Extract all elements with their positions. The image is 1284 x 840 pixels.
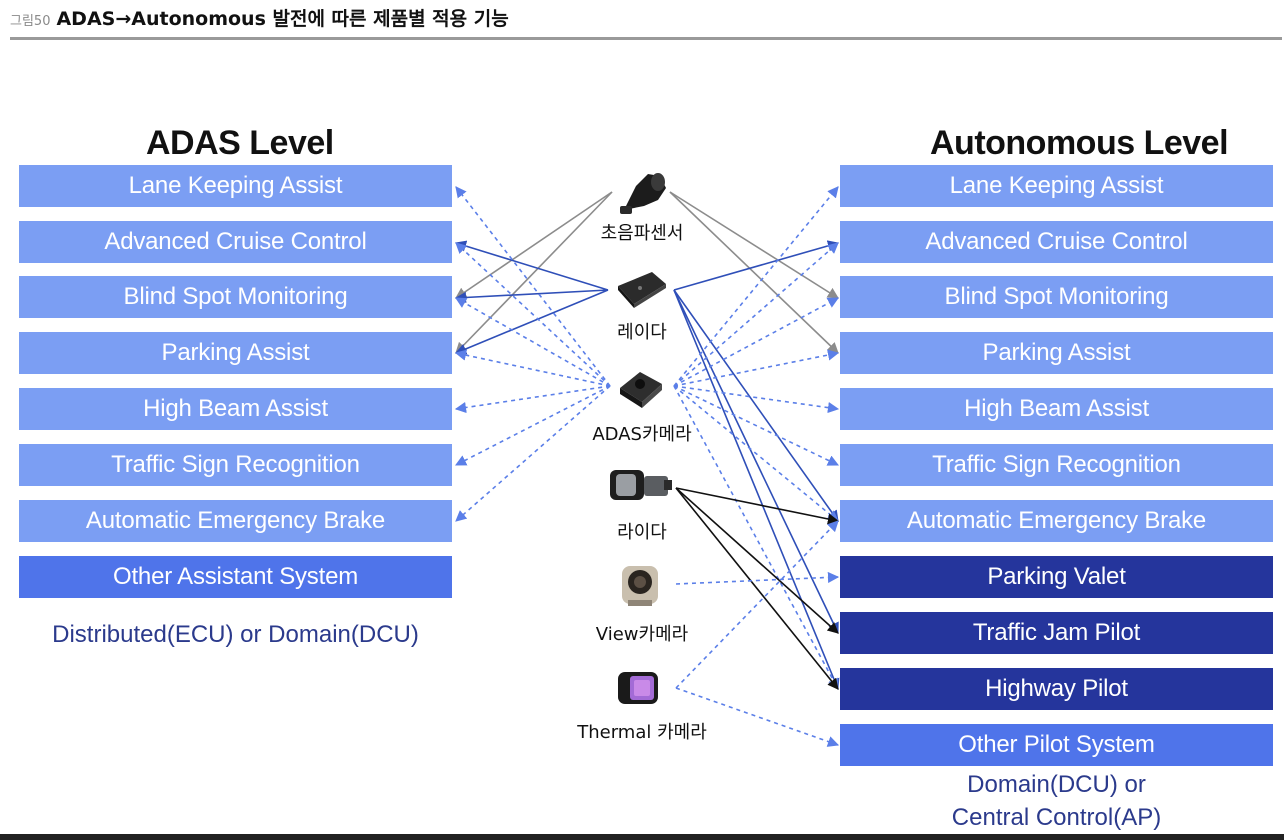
auto-box-lane-keeping-assist: Lane Keeping Assist bbox=[840, 165, 1273, 207]
sensor-label-adas-camera: ADAS카메라 bbox=[592, 424, 692, 445]
link-radar-right-9 bbox=[673, 289, 840, 691]
link-adas-camera-left-2 bbox=[455, 297, 611, 387]
link-ultrasonic-left-3 bbox=[455, 191, 613, 354]
link-adas-camera-right-3 bbox=[673, 349, 840, 387]
adas-box-high-beam-assist: High Beam Assist bbox=[19, 388, 452, 430]
autonomous-architecture-note: Domain(DCU) or Central Control(AP) bbox=[840, 768, 1273, 834]
sensor-label-thermal-camera: Thermal 카메라 bbox=[577, 722, 707, 743]
auto-box-traffic-jam-pilot: Traffic Jam Pilot bbox=[840, 612, 1273, 654]
link-adas-camera-left-4 bbox=[454, 385, 611, 414]
adas-architecture-note: Distributed(ECU) or Domain(DCU) bbox=[52, 621, 419, 648]
link-ultrasonic-left-2 bbox=[455, 191, 613, 299]
figure-number: 그림50 bbox=[10, 14, 51, 29]
auto-box-parking-assist: Parking Assist bbox=[840, 332, 1273, 374]
link-radar-left-3 bbox=[454, 289, 609, 355]
link-lidar-right-8 bbox=[675, 487, 839, 634]
link-thermal-camera-right-6 bbox=[675, 520, 839, 689]
auto-box-advanced-cruise-control: Advanced Cruise Control bbox=[840, 221, 1273, 263]
link-radar-right-8 bbox=[673, 289, 839, 635]
link-radar-right-6 bbox=[673, 289, 839, 522]
link-adas-camera-left-5 bbox=[455, 385, 611, 466]
link-adas-camera-left-0 bbox=[455, 186, 611, 387]
link-adas-camera-right-1 bbox=[673, 242, 839, 387]
link-adas-camera-right-9 bbox=[673, 385, 839, 690]
auto-box-automatic-emergency-brake: Automatic Emergency Brake bbox=[840, 500, 1273, 542]
auto-box-high-beam-assist: High Beam Assist bbox=[840, 388, 1273, 430]
link-adas-camera-right-4 bbox=[673, 385, 840, 414]
link-radar-right-1 bbox=[673, 240, 840, 291]
link-adas-camera-right-0 bbox=[673, 186, 839, 387]
auto-box-highway-pilot: Highway Pilot bbox=[840, 668, 1273, 710]
auto-box-traffic-sign-recognition: Traffic Sign Recognition bbox=[840, 444, 1273, 486]
adas-box-other-assistant-system: Other Assistant System bbox=[19, 556, 452, 598]
link-adas-camera-right-6 bbox=[673, 385, 839, 522]
adas-box-lane-keeping-assist: Lane Keeping Assist bbox=[19, 165, 452, 207]
link-ultrasonic-right-3 bbox=[669, 191, 839, 354]
sensor-label-lidar: 라이다 bbox=[617, 522, 667, 543]
adas-box-advanced-cruise-control: Advanced Cruise Control bbox=[19, 221, 452, 263]
link-lidar-right-6 bbox=[675, 487, 840, 525]
adas-camera-icon bbox=[620, 372, 662, 408]
link-ultrasonic-right-2 bbox=[669, 191, 839, 299]
view-camera-icon bbox=[622, 566, 658, 606]
adas-level-title: ADAS Level bbox=[146, 124, 334, 162]
sensor-label-radar: 레이다 bbox=[617, 322, 667, 343]
sensor-label-view-camera: View카메라 bbox=[595, 624, 689, 645]
ultrasonic-sensor-icon bbox=[620, 173, 666, 214]
figure-header: 그림50 ADAS→Autonomous 발전에 따른 제품별 적용 기능 bbox=[10, 4, 509, 34]
link-adas-camera-right-2 bbox=[673, 297, 839, 387]
link-adas-camera-right-5 bbox=[673, 385, 840, 466]
autonomous-note-line1: Domain(DCU) or bbox=[967, 771, 1146, 798]
figure-title: ADAS→Autonomous 발전에 따른 제품별 적용 기능 bbox=[56, 8, 509, 30]
auto-box-other-pilot-system: Other Pilot System bbox=[840, 724, 1273, 766]
sensor-label-ultrasonic: 초음파센서 bbox=[600, 223, 684, 244]
link-view-camera-right-7 bbox=[675, 571, 840, 585]
link-radar-left-2 bbox=[454, 289, 609, 304]
link-adas-camera-left-3 bbox=[454, 349, 611, 387]
bottom-divider bbox=[0, 834, 1284, 840]
link-adas-camera-left-1 bbox=[455, 242, 611, 387]
thermal-camera-icon bbox=[618, 672, 658, 704]
link-lidar-right-9 bbox=[675, 487, 839, 690]
auto-box-blind-spot-monitoring: Blind Spot Monitoring bbox=[840, 276, 1273, 318]
adas-box-traffic-sign-recognition: Traffic Sign Recognition bbox=[19, 444, 452, 486]
autonomous-note-line2: Central Control(AP) bbox=[951, 804, 1162, 831]
lidar-icon bbox=[610, 470, 672, 500]
link-adas-camera-left-6 bbox=[455, 385, 611, 522]
autonomous-level-title: Autonomous Level bbox=[930, 124, 1229, 162]
header-divider bbox=[10, 37, 1282, 40]
radar-icon bbox=[618, 272, 666, 308]
auto-box-parking-valet: Parking Valet bbox=[840, 556, 1273, 598]
adas-box-parking-assist: Parking Assist bbox=[19, 332, 452, 374]
adas-box-automatic-emergency-brake: Automatic Emergency Brake bbox=[19, 500, 452, 542]
adas-box-blind-spot-monitoring: Blind Spot Monitoring bbox=[19, 276, 452, 318]
link-radar-left-1 bbox=[454, 240, 609, 291]
